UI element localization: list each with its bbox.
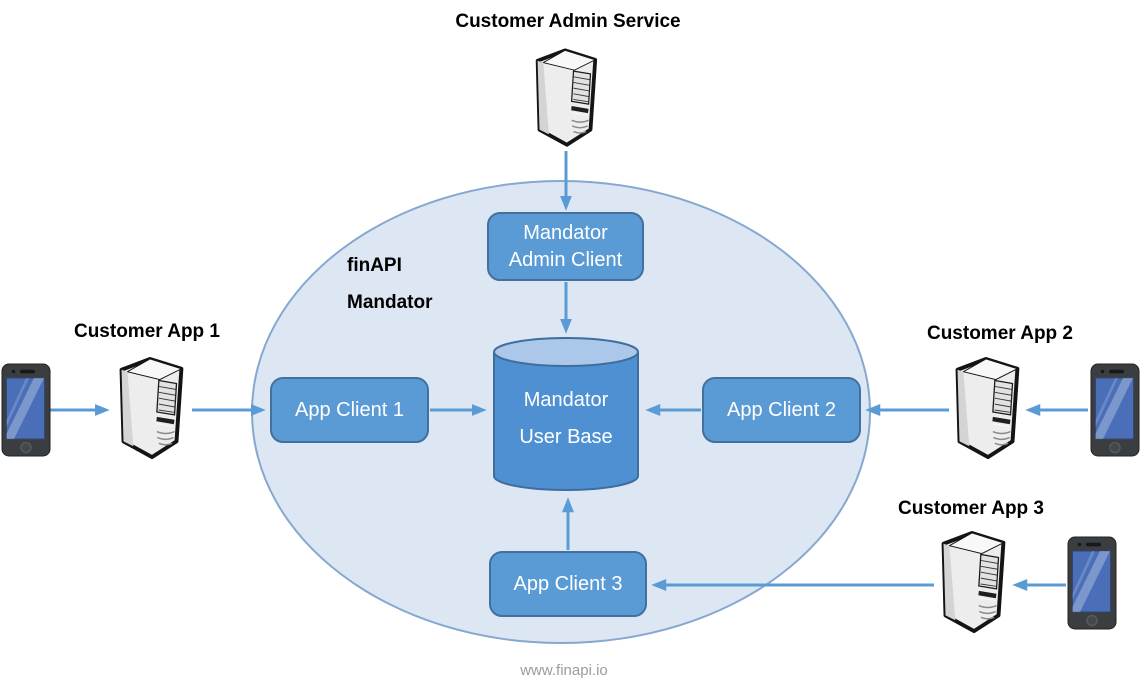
smartphone-icon [1067, 536, 1117, 630]
server-icon [535, 48, 598, 147]
footer-url: www.finapi.io [520, 662, 608, 679]
node-label: App Client 1 [295, 398, 404, 421]
zone-label-line1: finAPI [347, 255, 402, 276]
node-label: App Client 2 [727, 398, 836, 421]
server-icon [119, 356, 184, 460]
label-customer-app-1: Customer App 1 [73, 321, 221, 342]
server-icon [955, 356, 1020, 460]
node-app-client-1: App Client 1 [270, 377, 429, 443]
label-finapi-mandator-zone: finAPI Mandator [347, 247, 507, 321]
server-icon [941, 530, 1006, 634]
node-label: App Client 3 [513, 572, 623, 595]
node-label-line2: Admin Client [508, 248, 623, 271]
label-customer-app-3: Customer App 3 [897, 498, 1045, 519]
database-cylinder-icon [493, 337, 639, 491]
smartphone-icon [1, 363, 51, 457]
smartphone-icon [1090, 363, 1140, 457]
node-mandator-user-base: Mandator User Base [492, 336, 640, 492]
label-customer-app-2: Customer App 2 [926, 323, 1074, 344]
node-label-line2: User Base [519, 426, 613, 448]
label-customer-admin-service: Customer Admin Service [455, 11, 681, 32]
node-app-client-3: App Client 3 [489, 551, 647, 617]
node-label-line1: Mandator [523, 221, 608, 244]
node-mandator-admin-client: Mandator Admin Client [487, 212, 644, 281]
node-label-line1: Mandator [523, 389, 609, 411]
zone-label-line2: Mandator [347, 292, 433, 313]
node-app-client-2: App Client 2 [702, 377, 861, 443]
